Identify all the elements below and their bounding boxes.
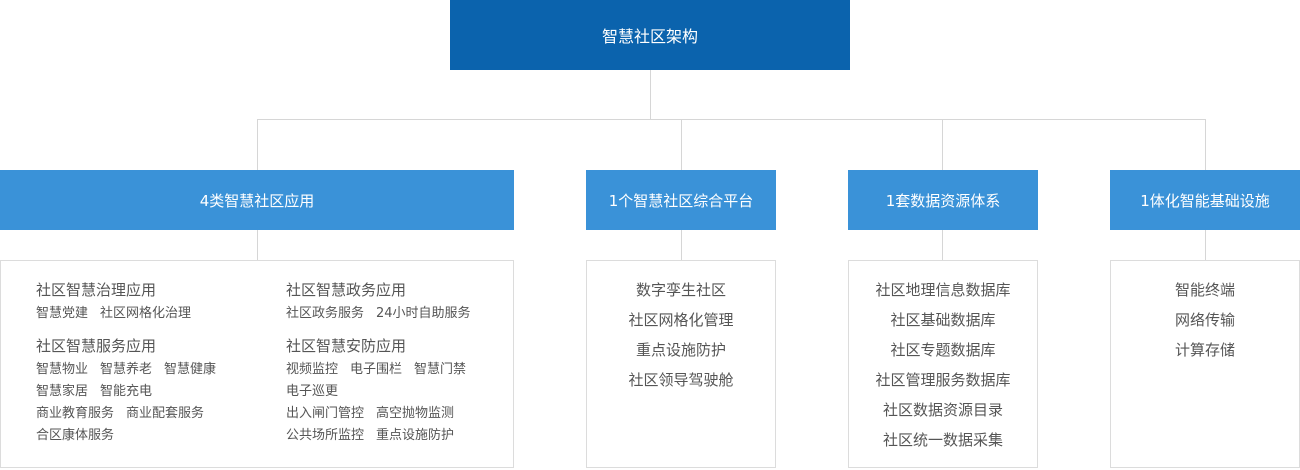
app-group: 社区智慧服务应用 智慧物业智慧养老智慧健康 智慧家居智能充电 商业教育服务商业配… — [36, 335, 228, 449]
connector-branch-2 — [681, 119, 682, 170]
app-item: 智慧养老 — [100, 362, 153, 377]
app-group-row: 视频监控电子围栏智慧门禁 — [286, 361, 483, 383]
platform-item: 社区领导驾驶舱 — [628, 371, 734, 389]
branch-platform-title: 1个智慧社区综合平台 — [608, 191, 754, 210]
branch-platform: 1个智慧社区综合平台 — [586, 170, 776, 230]
app-item: 合区康体服务 — [36, 428, 115, 443]
app-group-row: 出入闸门管控高空抛物监测 — [286, 405, 483, 427]
platform-item: 社区网格化管理 — [628, 311, 734, 329]
branch-data: 1套数据资源体系 — [848, 170, 1038, 230]
app-item: 重点设施防护 — [376, 428, 455, 443]
app-item: 高空抛物监测 — [376, 406, 455, 421]
infra-item: 智能终端 — [1174, 281, 1235, 299]
connector-branch-4 — [1205, 119, 1206, 170]
app-group-row: 电子巡更 — [286, 383, 483, 405]
data-system-panel: 社区地理信息数据库 社区基础数据库 社区专题数据库 社区管理服务数据库 社区数据… — [848, 260, 1038, 468]
connector-panel-2 — [681, 230, 682, 260]
apps-panel: 社区智慧治理应用 智慧党建社区网格化治理 社区智慧服务应用 智慧物业智慧养老智慧… — [0, 260, 514, 468]
app-item: 电子围栏 — [350, 362, 403, 377]
app-group-title: 社区智慧安防应用 — [286, 337, 407, 355]
app-group-row: 合区康体服务 — [36, 427, 228, 449]
app-group-row: 商业教育服务商业配套服务 — [36, 405, 228, 427]
app-group-row: 公共场所监控重点设施防护 — [286, 427, 483, 449]
app-group-title: 社区智慧治理应用 — [36, 281, 157, 299]
app-item: 智能充电 — [100, 384, 153, 399]
connector-panel-3 — [942, 230, 943, 260]
data-system-item: 社区数据资源目录 — [882, 401, 1003, 419]
infra-item: 网络传输 — [1174, 311, 1235, 329]
data-system-item: 社区基础数据库 — [890, 311, 996, 329]
app-group: 社区智慧治理应用 智慧党建社区网格化治理 — [36, 279, 228, 327]
app-item: 视频监控 — [286, 362, 339, 377]
app-item: 商业配套服务 — [126, 406, 205, 421]
root-node: 智慧社区架构 — [450, 0, 850, 70]
app-group: 社区智慧政务应用 社区政务服务 24小时自助服务 — [286, 279, 483, 327]
apps-right-column: 社区智慧政务应用 社区政务服务 24小时自助服务 社区智慧安防应用 视频监控电子围… — [286, 279, 483, 457]
infra-item: 计算存储 — [1174, 341, 1235, 359]
connector-root — [650, 70, 651, 120]
app-item: 智慧党建 — [36, 306, 89, 321]
connector-panel-4 — [1205, 230, 1206, 260]
app-item: 社区政务服务 — [286, 306, 365, 321]
connector-branch-3 — [942, 119, 943, 170]
branch-apps: 4类智慧社区应用 — [0, 170, 514, 230]
app-group-title: 社区智慧服务应用 — [36, 337, 157, 355]
branch-apps-title: 4类智慧社区应用 — [199, 191, 315, 210]
app-group-row: 智慧党建社区网格化治理 — [36, 305, 228, 327]
app-group-row: 智慧家居智能充电 — [36, 383, 228, 405]
branch-data-title: 1套数据资源体系 — [885, 191, 1001, 210]
app-item: 出入闸门管控 — [286, 406, 365, 421]
infra-list: 智能终端 网络传输 计算存储 — [1111, 279, 1299, 369]
data-system-item: 社区统一数据采集 — [882, 431, 1003, 449]
app-item: 电子巡更 — [286, 384, 339, 399]
root-title: 智慧社区架构 — [601, 27, 698, 46]
app-item: 公共场所监控 — [286, 428, 365, 443]
apps-left-column: 社区智慧治理应用 智慧党建社区网格化治理 社区智慧服务应用 智慧物业智慧养老智慧… — [36, 279, 228, 457]
app-item: 智慧健康 — [164, 362, 217, 377]
connector-panel-1 — [257, 230, 258, 260]
platform-list: 数字孪生社区 社区网格化管理 重点设施防护 社区领导驾驶舱 — [587, 279, 775, 399]
app-group-row: 社区政务服务 24小时自助服务 — [286, 305, 483, 327]
app-item: 商业教育服务 — [36, 406, 115, 421]
app-item: 智慧门禁 — [414, 362, 467, 377]
app-group-row: 智慧物业智慧养老智慧健康 — [36, 361, 228, 383]
platform-item: 重点设施防护 — [635, 341, 726, 359]
data-system-item: 社区地理信息数据库 — [875, 281, 1011, 299]
connector-horizontal — [257, 119, 1206, 120]
app-group-title: 社区智慧政务应用 — [286, 281, 407, 299]
infra-panel: 智能终端 网络传输 计算存储 — [1110, 260, 1300, 468]
data-system-item: 社区管理服务数据库 — [875, 371, 1011, 389]
branch-infra: 1体化智能基础设施 — [1110, 170, 1300, 230]
data-system-item: 社区专题数据库 — [890, 341, 996, 359]
app-item: 24小时自助服务 — [376, 306, 471, 321]
platform-item: 数字孪生社区 — [635, 281, 726, 299]
app-item: 智慧家居 — [36, 384, 89, 399]
platform-panel: 数字孪生社区 社区网格化管理 重点设施防护 社区领导驾驶舱 — [586, 260, 776, 468]
app-group: 社区智慧安防应用 视频监控电子围栏智慧门禁 电子巡更 出入闸门管控高空抛物监测 … — [286, 335, 483, 449]
branch-infra-title: 1体化智能基础设施 — [1140, 191, 1270, 210]
connector-branch-1 — [257, 119, 258, 170]
app-item: 智慧物业 — [36, 362, 89, 377]
app-item: 社区网格化治理 — [100, 306, 192, 321]
data-system-list: 社区地理信息数据库 社区基础数据库 社区专题数据库 社区管理服务数据库 社区数据… — [849, 279, 1037, 459]
